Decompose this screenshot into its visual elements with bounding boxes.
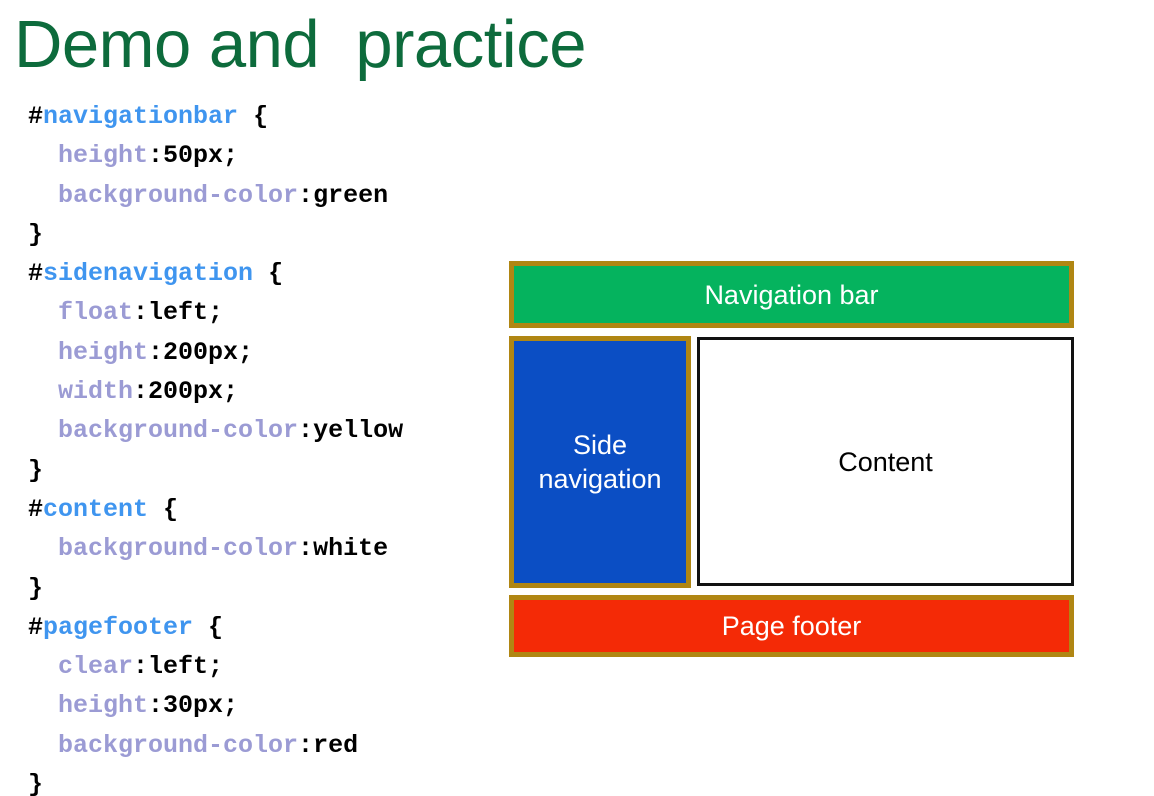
- code-line: #navigationbar {: [28, 97, 498, 136]
- code-line: clear:left;: [28, 647, 498, 686]
- diagram-region-navigation-bar: Navigation bar: [509, 261, 1074, 328]
- code-token-hash: #: [28, 259, 44, 289]
- code-token-val: green: [313, 180, 389, 210]
- page-footer-label: Page footer: [721, 611, 862, 641]
- code-token-punc: :: [298, 534, 314, 564]
- code-token-sel: content: [43, 494, 149, 524]
- css-code-listing: #navigationbar { height:50px; background…: [28, 97, 498, 796]
- code-line: #sidenavigation {: [28, 254, 498, 293]
- code-token-val: 50px;: [163, 141, 239, 171]
- code-token-val: 30px;: [163, 691, 239, 721]
- code-line: height:30px;: [28, 686, 498, 725]
- code-token-punc: :: [148, 337, 164, 367]
- page-layout-diagram: Navigation bar Side navigation Content P…: [509, 261, 1074, 657]
- code-line: background-color:red: [28, 726, 498, 765]
- code-token-brace: {: [148, 494, 179, 524]
- code-line: float:left;: [28, 293, 498, 332]
- code-token-punc: :: [148, 141, 164, 171]
- code-token-val: left;: [148, 652, 224, 682]
- code-token-punc: :: [133, 652, 149, 682]
- code-token-val: yellow: [313, 416, 404, 446]
- code-token-prop: width: [28, 377, 134, 407]
- code-token-prop: height: [28, 141, 149, 171]
- code-token-val: 200px;: [163, 337, 254, 367]
- code-token-sel: pagefooter: [43, 612, 194, 642]
- content-label: Content: [838, 446, 933, 477]
- code-token-punc: :: [148, 691, 164, 721]
- code-token-prop: background-color: [28, 416, 299, 446]
- page-title: Demo and practice: [14, 7, 586, 82]
- code-token-brace: {: [253, 259, 284, 289]
- navigation-bar-label: Navigation bar: [704, 279, 879, 310]
- code-line: }: [28, 569, 498, 608]
- code-token-hash: #: [28, 494, 44, 524]
- diagram-region-side-navigation: Side navigation: [509, 336, 691, 588]
- code-token-brace: }: [28, 770, 44, 796]
- side-navigation-label: Side navigation: [538, 430, 662, 494]
- code-token-prop: height: [28, 691, 149, 721]
- code-token-prop: height: [28, 337, 149, 367]
- code-token-prop: background-color: [28, 180, 299, 210]
- code-token-punc: :: [298, 180, 314, 210]
- code-line: #pagefooter {: [28, 608, 498, 647]
- code-token-hash: #: [28, 612, 44, 642]
- code-token-hash: #: [28, 102, 44, 131]
- code-token-punc: :: [133, 377, 149, 407]
- code-line: height:200px;: [28, 333, 498, 372]
- code-token-brace: }: [28, 455, 44, 485]
- code-token-brace: }: [28, 219, 44, 249]
- code-line: background-color:white: [28, 529, 498, 568]
- code-token-val: red: [313, 730, 359, 760]
- code-line: height:50px;: [28, 136, 498, 175]
- code-token-brace: {: [193, 612, 224, 642]
- code-line: #content {: [28, 490, 498, 529]
- code-token-brace: }: [28, 573, 44, 603]
- code-token-prop: float: [28, 298, 134, 328]
- code-token-sel: sidenavigation: [43, 259, 254, 289]
- code-token-sel: navigationbar: [43, 102, 239, 131]
- code-token-val: left;: [148, 298, 224, 328]
- code-token-punc: :: [133, 298, 149, 328]
- code-token-prop: background-color: [28, 730, 299, 760]
- code-token-val: white: [313, 534, 389, 564]
- code-line: background-color:yellow: [28, 411, 498, 450]
- code-line: }: [28, 765, 498, 796]
- code-token-punc: :: [298, 416, 314, 446]
- code-token-prop: background-color: [28, 534, 299, 564]
- code-line: width:200px;: [28, 372, 498, 411]
- diagram-region-page-footer: Page footer: [509, 595, 1074, 657]
- code-line: }: [28, 451, 498, 490]
- diagram-region-content: Content: [697, 337, 1074, 586]
- code-line: background-color:green: [28, 176, 498, 215]
- code-token-punc: :: [298, 730, 314, 760]
- code-token-brace: {: [238, 102, 269, 131]
- code-token-prop: clear: [28, 652, 134, 682]
- code-line: }: [28, 215, 498, 254]
- code-token-val: 200px;: [148, 377, 239, 407]
